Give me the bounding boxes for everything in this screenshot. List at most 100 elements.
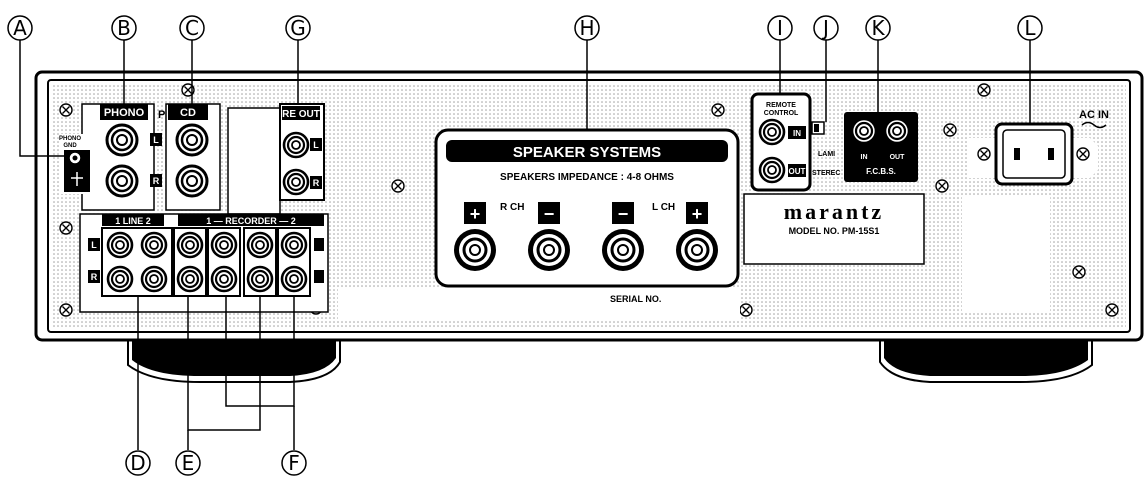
svg-text:A: A xyxy=(13,16,27,40)
cd-l-jack xyxy=(175,123,209,157)
phono-label: PHONO xyxy=(104,107,145,119)
svg-text:+: + xyxy=(692,204,703,224)
rec1-out-l-jack xyxy=(210,231,238,259)
phono-r-jack xyxy=(105,164,139,198)
svg-text:F: F xyxy=(288,451,300,475)
recorder-label: 1 — RECORDER — 2 xyxy=(206,216,296,226)
rec2-in-r-jack xyxy=(246,265,274,293)
speaker-systems-panel: SPEAKER SYSTEMS SPEAKERS IMPEDANCE : 4-8… xyxy=(434,128,740,288)
callout-leaders xyxy=(19,40,1031,450)
speaker-systems-title: SPEAKER SYSTEMS xyxy=(513,144,661,161)
svg-text:C: C xyxy=(185,16,199,40)
remote-in-jack xyxy=(758,118,786,146)
svg-text:L: L xyxy=(1024,16,1036,40)
pre-out-label: RE OUT xyxy=(282,109,320,120)
fcbs-in-jack xyxy=(850,117,878,145)
cd-r-jack xyxy=(175,164,209,198)
callout-b: B xyxy=(111,15,137,41)
svg-text:IN: IN xyxy=(861,154,868,161)
l-ch-label: L CH xyxy=(652,202,675,213)
r-ch-label: R CH xyxy=(500,202,524,213)
line2-l-jack xyxy=(140,231,168,259)
rec2-out-l-jack xyxy=(280,231,308,259)
svg-text:E: E xyxy=(182,451,195,475)
line1-l-jack xyxy=(106,231,134,259)
callout-k: K xyxy=(865,15,891,41)
r-minus-terminal xyxy=(526,227,572,273)
fcbs-panel: IN OUT F.C.B.S. xyxy=(844,112,918,182)
fcbs-out-jack xyxy=(883,117,911,145)
svg-text:L: L xyxy=(313,140,319,150)
fcbs-label: F.C.B.S. xyxy=(866,167,896,176)
rec2-in-l-jack xyxy=(246,231,274,259)
ac-inlet: AC IN xyxy=(968,109,1109,186)
callout-c: C xyxy=(179,15,205,41)
line2-r-jack xyxy=(140,265,168,293)
svg-text:R: R xyxy=(313,178,320,188)
callout-l: L xyxy=(1017,15,1043,41)
phono-gnd-terminal: PHONO GND xyxy=(59,134,90,194)
brand-logo: marantz xyxy=(784,199,884,224)
lamp-switch: LAMI STEREC xyxy=(811,121,840,177)
line-recorder-section: 1 LINE 2 1 — RECORDER — 2 L R xyxy=(79,213,329,313)
callout-d: D xyxy=(125,450,151,476)
callout-g: G xyxy=(285,15,311,41)
rec1-out-r-jack xyxy=(210,265,238,293)
r-plus-terminal xyxy=(452,227,498,273)
phono-l-jack xyxy=(105,123,139,157)
svg-text:D: D xyxy=(130,451,145,475)
speaker-impedance: SPEAKERS IMPEDANCE : 4-8 OHMS xyxy=(500,172,674,183)
svg-text:OUT: OUT xyxy=(890,154,906,161)
callout-a: A xyxy=(7,15,33,41)
rec1-in-r-jack xyxy=(176,265,204,293)
callout-j: J xyxy=(813,15,839,41)
svg-text:R: R xyxy=(153,176,160,186)
l-plus-terminal xyxy=(674,227,720,273)
cd-label: CD xyxy=(180,107,196,119)
svg-text:LAMI: LAMI xyxy=(818,151,835,158)
phono-input: PHONO L R P T xyxy=(81,103,179,211)
svg-text:−: − xyxy=(618,204,629,224)
svg-text:STEREC: STEREC xyxy=(812,170,840,177)
ac-in-label: AC IN xyxy=(1079,109,1109,121)
svg-text:+: + xyxy=(470,204,481,224)
svg-text:OUT: OUT xyxy=(789,167,806,176)
callouts: A B C G H I J K L D E F xyxy=(7,15,1043,476)
right-foot xyxy=(879,329,1093,383)
pre-out: RE OUT L R xyxy=(279,103,325,201)
remote-control: REMOTE CONTROL IN OUT xyxy=(750,92,812,192)
svg-text:P: P xyxy=(158,109,165,121)
svg-text:G: G xyxy=(290,16,306,40)
pre-out-l-jack xyxy=(282,131,310,159)
svg-text:I: I xyxy=(777,16,783,40)
svg-text:CONTROL: CONTROL xyxy=(764,110,799,117)
svg-text:K: K xyxy=(871,16,885,40)
left-foot xyxy=(127,329,341,383)
callout-f: F xyxy=(281,450,307,476)
line-label: 1 LINE 2 xyxy=(115,216,151,226)
svg-text:H: H xyxy=(579,16,594,40)
svg-text:B: B xyxy=(117,16,131,40)
svg-text:J: J xyxy=(821,16,829,40)
callout-i: I xyxy=(767,15,793,41)
callout-h: H xyxy=(574,15,600,41)
svg-text:−: − xyxy=(544,204,555,224)
remote-out-jack xyxy=(758,156,786,184)
l-minus-terminal xyxy=(600,227,646,273)
svg-text:PHONO: PHONO xyxy=(59,136,81,142)
callout-e: E xyxy=(175,450,201,476)
pre-out-r-jack xyxy=(282,168,310,196)
svg-text:L: L xyxy=(91,240,97,250)
svg-text:GND: GND xyxy=(63,143,77,149)
brand-plate: marantz MODEL NO. PM-15S1 xyxy=(743,193,925,265)
svg-text:R: R xyxy=(91,272,98,282)
svg-text:REMOTE: REMOTE xyxy=(766,102,796,109)
rec2-out-r-jack xyxy=(280,265,308,293)
line1-r-jack xyxy=(106,265,134,293)
svg-text:L: L xyxy=(153,135,159,145)
model-number: MODEL NO. PM-15S1 xyxy=(789,226,880,236)
svg-text:IN: IN xyxy=(793,129,801,138)
cd-input: CD xyxy=(165,103,221,211)
rec1-in-l-jack xyxy=(176,231,204,259)
